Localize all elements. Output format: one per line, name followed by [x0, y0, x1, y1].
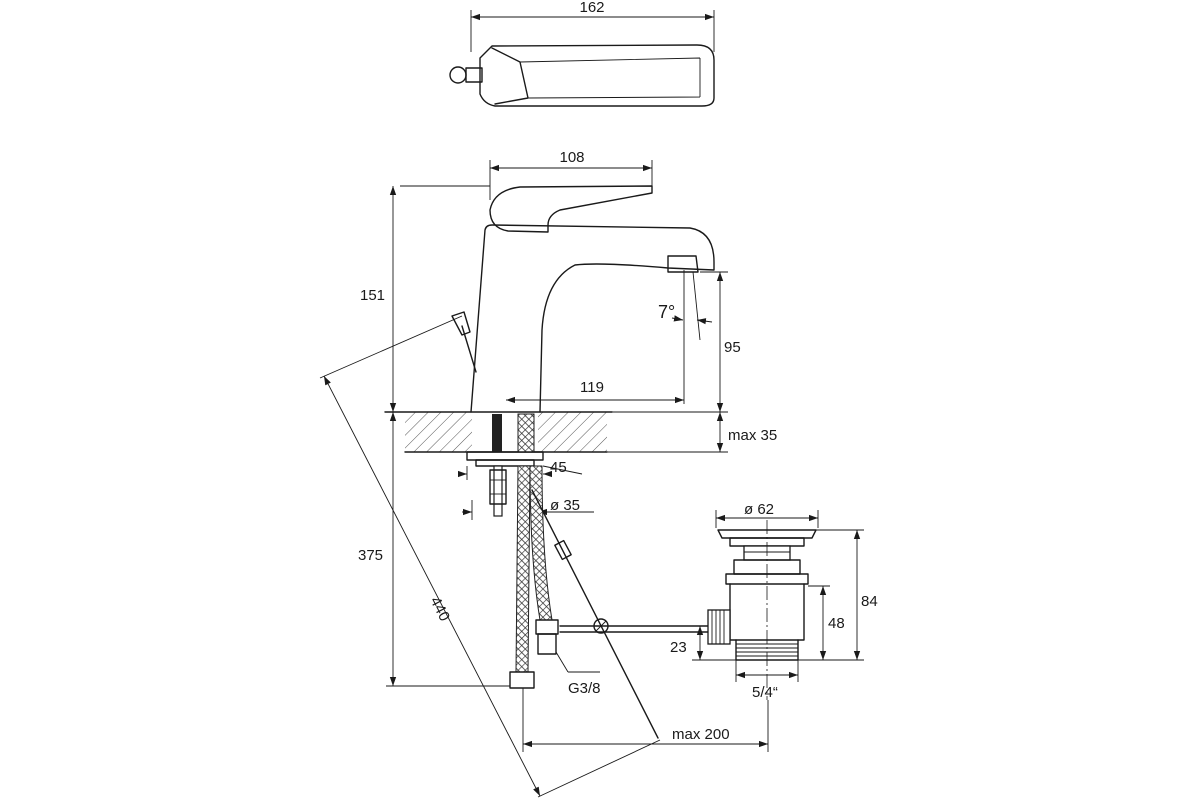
dim-label-54: 5/4“ [752, 684, 778, 701]
thread-leader [555, 651, 569, 673]
flexible-hose-cold [515, 465, 531, 673]
faucet-lever-handle [489, 185, 653, 233]
hose-fitting-hot [537, 633, 557, 655]
flexible-hose-hot [529, 465, 553, 621]
dim-line-440 [323, 375, 541, 797]
dim-label-162: 162 [579, 0, 604, 16]
hose-nut-cold [509, 671, 535, 689]
dim-label-151: 151 [360, 287, 385, 304]
threaded-stud [493, 465, 503, 517]
dim-extension-line [319, 315, 463, 379]
angle-stream-line [692, 271, 701, 341]
dim-label-119: 119 [580, 379, 604, 396]
angle-label-7deg: 7° [658, 302, 675, 322]
angle-arrow [696, 318, 713, 325]
waste-port-threads [711, 610, 725, 644]
top-view-pop-up-knob [449, 66, 467, 84]
dim-label-108: 108 [559, 149, 584, 166]
pop-up-rod-knob [451, 311, 471, 336]
hose-nut-hot [535, 619, 559, 635]
angle-arrow [671, 315, 684, 322]
dim-label-max200: max 200 [672, 726, 730, 743]
faucet-side-view: 108 151 7° 95 119 [360, 149, 741, 413]
overall-dimensions: 375 440 max 200 [319, 315, 769, 798]
dim-extension-line [537, 739, 661, 798]
dim-label-23: 23 [670, 639, 687, 656]
countertop-section: max 35 [384, 411, 777, 453]
dim-label-48: 48 [828, 615, 845, 632]
mounting-stud [492, 414, 502, 452]
dim-label-84: 84 [861, 593, 878, 610]
spout-aerator [667, 255, 699, 273]
dim-leader [542, 465, 583, 475]
dim-label-max35: max 35 [728, 427, 777, 444]
below-deck-fittings: 45 ø 35 G3/8 [458, 451, 713, 739]
top-view: 162 [449, 0, 715, 107]
hose-through-deck [517, 413, 535, 453]
waste-linkage-port [707, 609, 731, 645]
top-view-body-outline [479, 44, 715, 107]
dim-label-35: ø 35 [550, 497, 580, 514]
top-view-lever-edge [519, 57, 701, 99]
mounting-washer [475, 459, 535, 467]
pop-up-waste: ø 62 84 [670, 501, 878, 701]
dim-label-45: 45 [550, 459, 567, 476]
dim-label-95: 95 [724, 339, 741, 356]
waste-plug-cap [717, 529, 817, 539]
mounting-flange [466, 451, 544, 461]
dim-label-62: ø 62 [744, 501, 774, 518]
rod-guide [554, 539, 572, 561]
dim-label-375: 375 [358, 547, 383, 564]
pop-up-pull-rod [531, 489, 659, 739]
top-view-lever-outline [491, 47, 529, 105]
thread-label-g38: G3/8 [568, 680, 601, 697]
